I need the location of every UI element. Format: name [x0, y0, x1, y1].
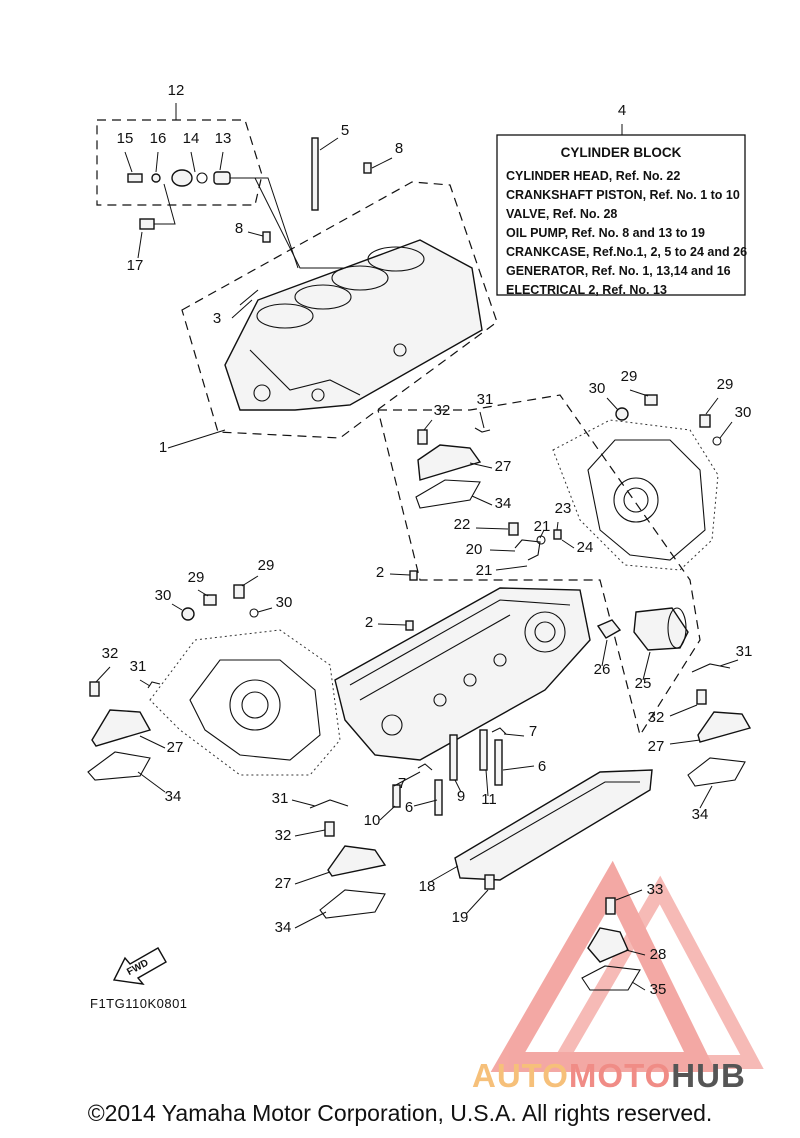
dowel-pin-8	[363, 162, 372, 174]
callout-number: 32	[648, 709, 665, 726]
callout-number: 9	[457, 788, 465, 805]
callout-number: 7	[398, 775, 406, 792]
callout-number: 5	[341, 122, 349, 139]
callout-number: 31	[272, 790, 289, 807]
callout-number: 29	[621, 368, 638, 385]
oil-pipe-assembly	[475, 521, 575, 571]
engine-mount-upper	[415, 411, 493, 509]
callout-number: 30	[276, 594, 293, 611]
callout-number: 18	[419, 878, 436, 895]
callout-number: 22	[454, 516, 471, 533]
callout-number: 26	[594, 661, 611, 678]
generator-cover-left	[149, 575, 341, 776]
callout-number: 23	[555, 500, 572, 517]
stud-bolt	[311, 137, 339, 211]
callout-number: 33	[647, 881, 664, 898]
callout-number: 10	[364, 812, 381, 829]
callout-number: 32	[102, 645, 119, 662]
generator-cover-right	[552, 389, 733, 571]
callout-number: 29	[717, 376, 734, 393]
callout-number: 21	[534, 518, 551, 535]
callout-number: 32	[275, 827, 292, 844]
cylinder-block	[224, 239, 483, 411]
callout-number: 27	[275, 875, 292, 892]
reference-line: CRANKSHAFT PISTON, Ref. No. 1 to 10	[506, 188, 740, 202]
callout-number: 31	[130, 658, 147, 675]
callout-number: 12	[168, 82, 185, 99]
reference-box-title: CYLINDER BLOCK	[561, 145, 682, 160]
callout-number: 6	[405, 799, 413, 816]
callout-number: 31	[736, 643, 753, 660]
reference-line: CRANKCASE, Ref.No.1, 2, 5 to 24 and 26	[506, 245, 747, 259]
callout-number: 11	[481, 791, 497, 808]
callout-number: 27	[167, 739, 184, 756]
oil-filter	[596, 607, 689, 681]
callout-number: 8	[235, 220, 243, 237]
callout-number: 29	[258, 557, 275, 574]
copyright-notice: ©2014 Yamaha Motor Corporation, U.S.A. A…	[87, 1100, 713, 1126]
crankcase-bolts	[379, 727, 535, 821]
oil-pump-group-outline	[96, 119, 263, 206]
callout-number: 17	[127, 257, 144, 274]
callout-number: 20	[466, 541, 483, 558]
callout-number: 3	[213, 310, 221, 327]
watermark-part: AUTO	[472, 1057, 569, 1094]
callout-number: 34	[692, 806, 709, 823]
reference-box: CYLINDER BLOCK CYLINDER HEAD, Ref. No. 2…	[496, 124, 747, 297]
watermark-part: MOTO	[568, 1057, 672, 1094]
callout-number: 14	[183, 130, 200, 147]
callout-number: 27	[495, 458, 512, 475]
engine-mount-bottom	[291, 799, 387, 929]
engine-mount-right	[669, 659, 752, 809]
reference-line: GENERATOR, Ref. No. 1, 13,14 and 16	[506, 264, 731, 278]
watermark-brand: AUTOMOTOHUB	[472, 1057, 746, 1095]
fwd-arrow-icon: FWD	[112, 947, 167, 985]
oil-pan	[429, 769, 653, 915]
callout-number: 6	[538, 758, 546, 775]
reference-line: OIL PUMP, Ref. No. 8 and 13 to 19	[506, 226, 705, 240]
dowel-pin-2	[409, 570, 418, 581]
callout-number: 34	[165, 788, 182, 805]
callout-number: 21	[476, 562, 493, 579]
callout-number: 35	[650, 981, 667, 998]
callout-number: 27	[648, 738, 665, 755]
callout-number: 32	[434, 402, 451, 419]
watermark-part: HUB	[671, 1057, 746, 1094]
oil-pump-small-parts	[124, 151, 299, 269]
callout-number: 2	[376, 564, 384, 581]
callout-number: 4	[618, 102, 626, 119]
engine-mount-left	[87, 666, 166, 793]
callout-number: 30	[589, 380, 606, 397]
reference-line: CYLINDER HEAD, Ref. No. 22	[506, 169, 680, 183]
callout-number: 15	[117, 130, 134, 147]
callout-number: 24	[577, 539, 594, 556]
upper-crankcase-outline	[377, 394, 701, 737]
reference-line: ELECTRICAL 2, Ref. No. 13	[506, 283, 667, 297]
callout-number: 7	[529, 723, 537, 740]
callout-number: 16	[150, 130, 167, 147]
callout-number: 2	[365, 614, 373, 631]
callout-number: 30	[155, 587, 172, 604]
callout-number: 31	[477, 391, 494, 408]
callout-number: 1	[159, 439, 167, 456]
callout-number: 30	[735, 404, 752, 421]
reference-line: VALVE, Ref. No. 28	[506, 207, 617, 221]
callout-number: 8	[395, 140, 403, 157]
callout-number: 25	[635, 675, 652, 692]
crankcase	[334, 587, 591, 761]
watermark-logo-icon	[490, 860, 764, 1072]
callout-number: 28	[650, 946, 667, 963]
sensor-valve-assembly	[581, 889, 646, 991]
diagram-code: F1TG110K0801	[90, 996, 188, 1011]
callout-number: 29	[188, 569, 205, 586]
callout-number: 19	[452, 909, 469, 926]
cylinder-block-outline	[181, 181, 498, 439]
callout-number: 34	[275, 919, 292, 936]
callout-number: 13	[215, 130, 232, 147]
callout-number: 34	[495, 495, 512, 512]
